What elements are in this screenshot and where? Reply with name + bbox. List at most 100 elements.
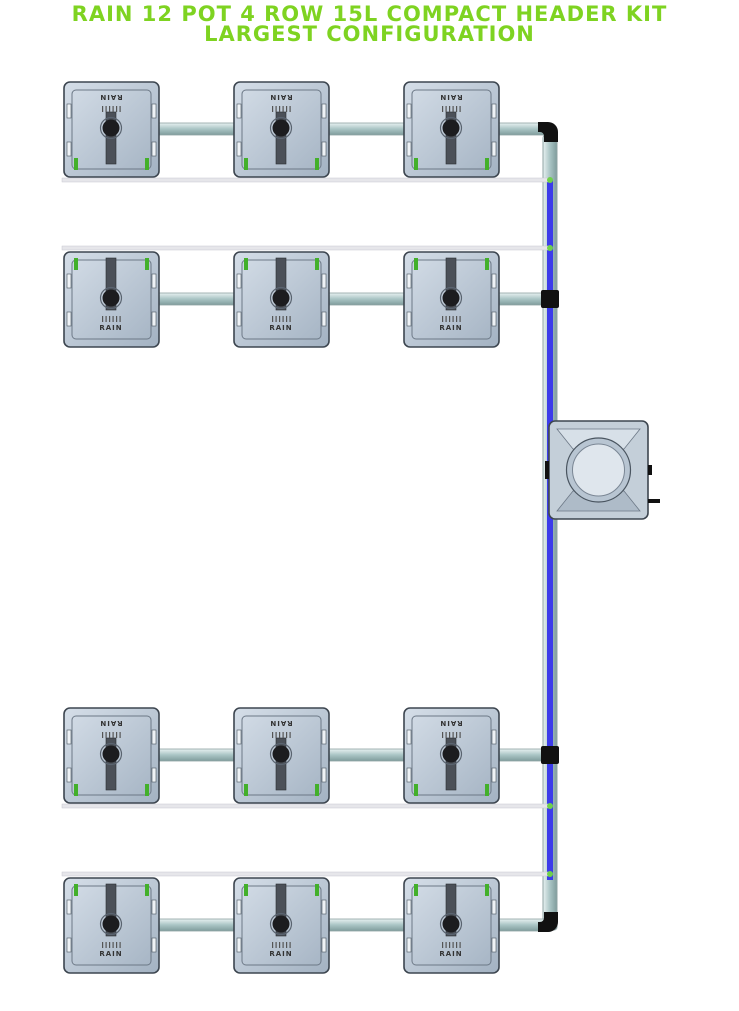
pot-grille-mark (289, 106, 291, 112)
drip-connector (547, 245, 553, 251)
pot-grille-mark (286, 106, 288, 112)
grow-pot: RAIN (403, 81, 500, 178)
pot-clip (491, 141, 497, 157)
pot-grille-mark (272, 106, 274, 112)
pot-grille-mark (112, 732, 114, 738)
drain-ring (269, 116, 293, 140)
drain-hole (442, 289, 460, 307)
pot-clip (321, 899, 327, 915)
drip-line (61, 245, 551, 251)
dripper-stake (244, 884, 248, 896)
pot-grille-mark (112, 106, 114, 112)
pot-clip (491, 899, 497, 915)
pot-grille-mark (452, 732, 454, 738)
pot-grille-mark (116, 732, 118, 738)
dripper-stake (485, 784, 489, 796)
pot-grille-mark (452, 316, 454, 322)
drain-hole (442, 119, 460, 137)
drain-hole (272, 915, 290, 933)
dripper-stake (315, 258, 319, 270)
pot-clip (406, 899, 412, 915)
pot-clip (406, 273, 412, 289)
pot-clip (236, 729, 242, 745)
pot-grille-mark (445, 732, 447, 738)
grow-pot: RAIN (63, 81, 160, 178)
pot-clip (406, 767, 412, 783)
pot-grille-mark (282, 106, 284, 112)
pot-grille-mark (289, 732, 291, 738)
dripper-stake (244, 158, 248, 170)
pot-clip (406, 103, 412, 119)
grow-pot: RAIN (233, 251, 330, 348)
drain-hole (442, 745, 460, 763)
pot-brand-label: RAIN (439, 719, 462, 727)
pot-clip (321, 937, 327, 953)
pot-grille-mark (105, 732, 107, 738)
drain-ring (269, 286, 293, 310)
pot-brand-label: RAIN (269, 950, 292, 958)
dripper-stake (145, 784, 149, 796)
pot-clip (66, 899, 72, 915)
pot-clip (151, 729, 157, 745)
pot-brand-label: RAIN (99, 93, 122, 101)
dripper-stake (315, 158, 319, 170)
pot-grille-mark (289, 942, 291, 948)
pot-grille-mark (272, 316, 274, 322)
pot-grille-mark (102, 316, 104, 322)
drain-hole (102, 119, 120, 137)
pot-clip (491, 729, 497, 745)
pot-grille-mark (109, 316, 111, 322)
grow-pot: RAIN (403, 251, 500, 348)
pot-brand-label: RAIN (439, 93, 462, 101)
pot-inner-rim (241, 89, 322, 170)
pot-grille-mark (275, 732, 277, 738)
elbow-fitting (538, 912, 558, 932)
dripper-stake (414, 158, 418, 170)
dripper-rail (275, 257, 287, 311)
dripper-stake (145, 884, 149, 896)
pot-clip (151, 937, 157, 953)
dripper-stake (485, 158, 489, 170)
drain-hole (442, 915, 460, 933)
pot-grille-mark (445, 106, 447, 112)
pot-grille-mark (116, 942, 118, 948)
grow-pot: RAIN (63, 877, 160, 974)
pot-grille-mark (459, 106, 461, 112)
pot-clip (491, 103, 497, 119)
dripper-stake (315, 884, 319, 896)
pot-clip (236, 273, 242, 289)
pot-clip (151, 899, 157, 915)
drain-ring (439, 286, 463, 310)
drain-ring (439, 742, 463, 766)
pot-clip (406, 937, 412, 953)
pot-brand-label: RAIN (269, 719, 292, 727)
grow-pot: RAIN (403, 707, 500, 804)
pot-clip (236, 311, 242, 327)
drip-line (61, 803, 551, 809)
pot-grille-mark (105, 316, 107, 322)
pot-grille-mark (119, 942, 121, 948)
pot-grille-mark (445, 316, 447, 322)
diagram-title-line-2: LARGEST CONFIGURATION (204, 22, 535, 46)
pot-clip (236, 103, 242, 119)
drain-hole (102, 745, 120, 763)
grow-pot: RAIN (63, 707, 160, 804)
dripper-stake (74, 784, 78, 796)
pot-grille-mark (456, 732, 458, 738)
pot-clip (406, 729, 412, 745)
pot-grille-mark (459, 732, 461, 738)
dripper-stake (414, 258, 418, 270)
pot-clip (321, 273, 327, 289)
pot-clip (321, 141, 327, 157)
grow-pot: RAIN (233, 877, 330, 974)
pot-grille-mark (105, 106, 107, 112)
pot-grille-mark (449, 106, 451, 112)
dripper-stake (145, 158, 149, 170)
pot-grille-mark (102, 732, 104, 738)
pot-grille-mark (459, 942, 461, 948)
grow-pot: RAIN (403, 877, 500, 974)
drain-hole (272, 745, 290, 763)
pot-grille-mark (109, 106, 111, 112)
pot-clip (66, 729, 72, 745)
pot-grille-mark (282, 316, 284, 322)
